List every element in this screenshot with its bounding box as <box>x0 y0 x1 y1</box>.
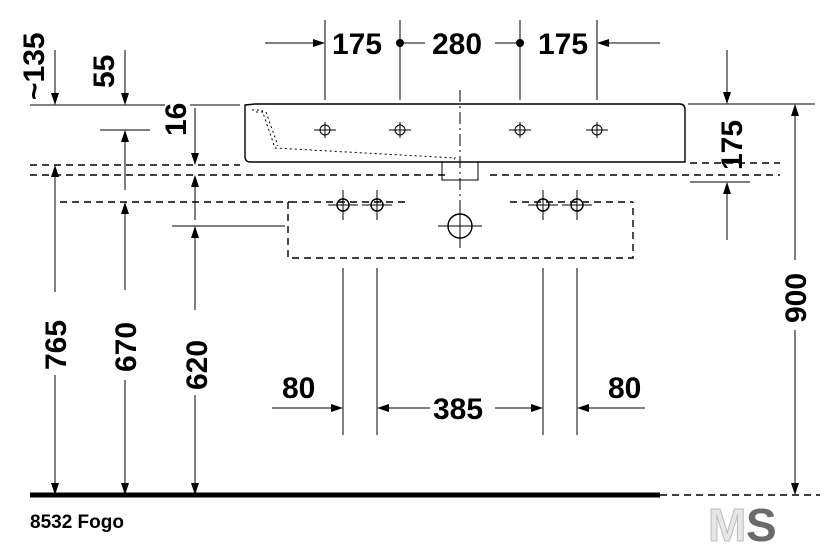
dim-height-670: 670 <box>110 322 143 372</box>
reference-dashed-lines <box>30 162 780 259</box>
dim-leg-right: 80 <box>608 372 641 405</box>
leg-dimensions: 80 385 80 <box>272 372 645 426</box>
dim-top-right: 175 <box>538 28 588 61</box>
washbasin-outline <box>244 90 686 240</box>
dim-top-left: 175 <box>332 28 382 61</box>
left-height-dimensions: 765 670 620 <box>40 165 285 495</box>
dim-leg-left: 80 <box>282 372 315 405</box>
dim-height-765: 765 <box>40 320 73 370</box>
dim-total-height: 900 <box>780 273 813 323</box>
dim-basin-height: 175 <box>716 120 749 170</box>
dim-overflow-depth: ~135 <box>18 32 51 100</box>
right-height-dimensions: 175 900 <box>688 50 815 495</box>
dim-rim-offset: 55 <box>88 55 121 88</box>
dim-height-620: 620 <box>181 340 214 390</box>
fixing-holes <box>328 190 592 220</box>
dim-rim-thickness: 16 <box>160 103 193 136</box>
top-dimension-chain: 175 280 175 <box>265 20 660 100</box>
logo-letter-s: S <box>746 499 777 551</box>
dim-top-center: 280 <box>432 28 482 61</box>
product-label: 8532 Fogo <box>30 512 124 533</box>
tap-hole-markers <box>314 122 608 138</box>
drain-outlet <box>438 205 482 248</box>
logo-letter-m: M <box>707 499 747 551</box>
dim-leg-spacing: 385 <box>433 393 483 426</box>
left-top-dimensions: ~135 55 16 <box>18 32 240 220</box>
brand-logo: M S <box>707 499 784 551</box>
